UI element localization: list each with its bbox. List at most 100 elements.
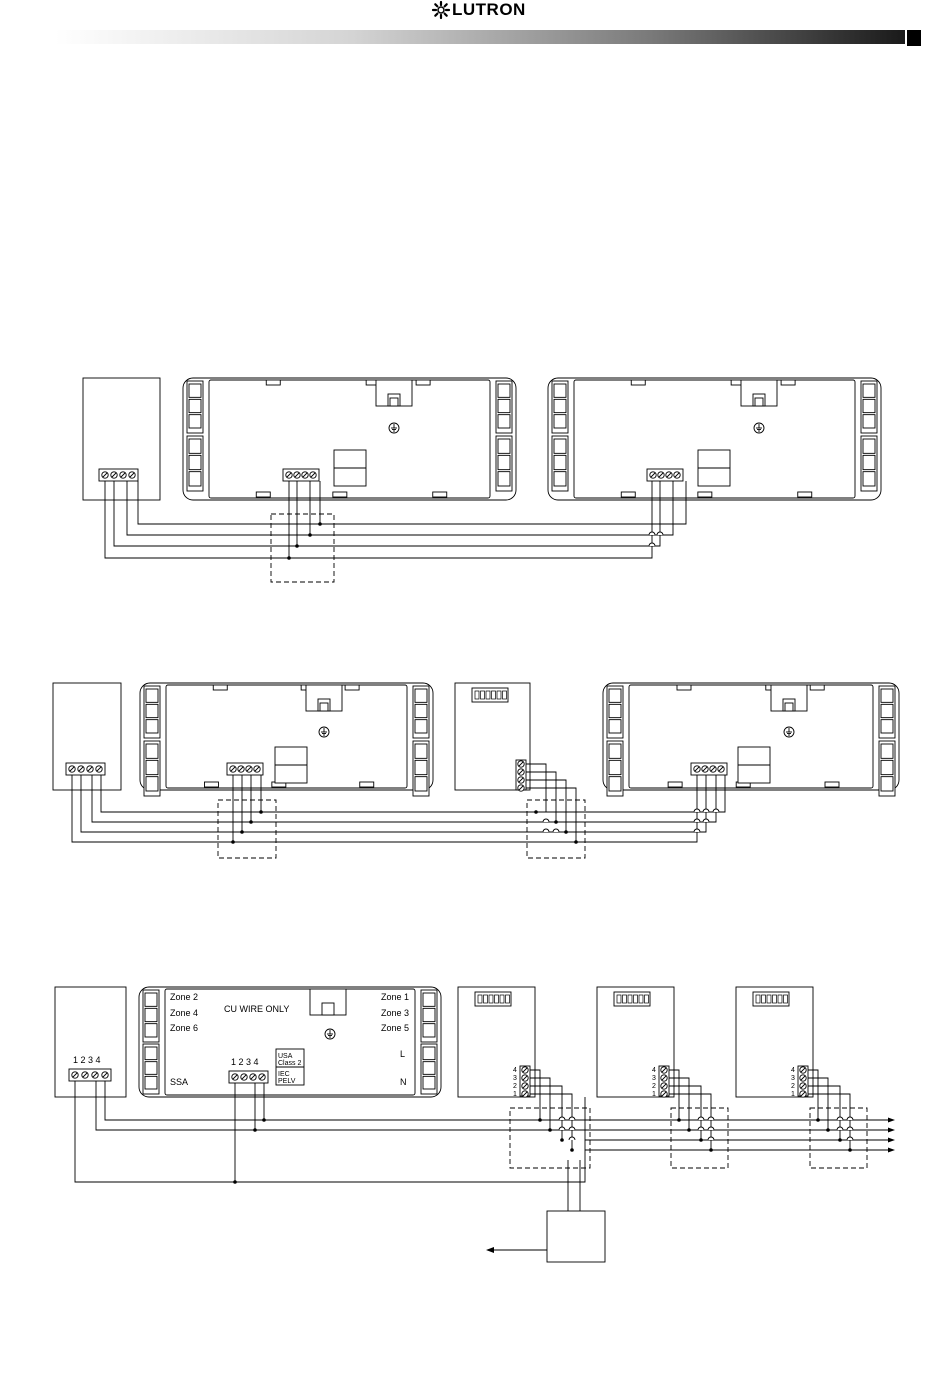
d3-interface-1-terminal bbox=[522, 1075, 528, 1081]
d1-dimmer-a-left-slot bbox=[189, 384, 201, 397]
d2-dimmer-a-latch-inner bbox=[320, 703, 328, 711]
bus-arrow bbox=[888, 1128, 895, 1133]
d3-interface-3-terminal bbox=[800, 1075, 806, 1081]
interface-2-terminal-1: 1 bbox=[652, 1091, 656, 1098]
wire-crossover bbox=[837, 1117, 843, 1120]
wire-crossover bbox=[649, 532, 655, 535]
d3-interface-2-terminal bbox=[661, 1091, 667, 1097]
junction-dot bbox=[295, 544, 299, 548]
class-2-label: Class 2 bbox=[278, 1060, 301, 1067]
zone-1-label: Zone 1 bbox=[381, 992, 409, 1002]
neutral-terminal-label: N bbox=[400, 1077, 407, 1087]
wire-crossover bbox=[569, 1137, 575, 1140]
d3-left-slot bbox=[145, 1024, 157, 1037]
bus-arrow bbox=[888, 1118, 895, 1123]
d2-junction-box-a bbox=[218, 800, 276, 858]
wire-crossover bbox=[694, 809, 700, 812]
usa-label: USA bbox=[278, 1053, 293, 1060]
d2-dimmer-b-terminal-1 bbox=[694, 766, 700, 772]
zone-3-label: Zone 3 bbox=[381, 1008, 409, 1018]
junction-dot bbox=[560, 1138, 564, 1142]
diagram-2 bbox=[53, 683, 899, 858]
interface-3-terminal-3: 3 bbox=[791, 1075, 795, 1082]
d1-power-supply-terminal-1 bbox=[102, 472, 108, 478]
d2-dimmer-b-right-slot bbox=[881, 777, 893, 791]
interface-2-terminal-3: 3 bbox=[652, 1075, 656, 1082]
d1-dimmer-b-left-slot bbox=[554, 399, 566, 412]
d2-interface-dip-switch bbox=[472, 688, 508, 702]
d2-dimmer-b-terminal-4 bbox=[718, 766, 724, 772]
wire-crossover bbox=[847, 1127, 853, 1130]
junction-dot bbox=[538, 1118, 542, 1122]
d3-left-slot bbox=[145, 993, 157, 1006]
d1-dimmer-b-left-slot bbox=[554, 439, 566, 453]
d2-dimmer-a-terminal-4 bbox=[254, 766, 260, 772]
d1-dimmer-b-bottom-tab bbox=[621, 492, 635, 497]
d3-interface-1-terminal bbox=[522, 1083, 528, 1089]
d1-dimmer-b-right-slot bbox=[863, 472, 875, 486]
interface-1-terminal-2: 2 bbox=[513, 1083, 517, 1090]
junction-dot bbox=[240, 830, 244, 834]
junction-dot bbox=[816, 1118, 820, 1122]
d3-left-slot bbox=[145, 1076, 157, 1089]
d1-dimmer-a-top-tab bbox=[416, 380, 430, 385]
d1-dimmer-b-left-slot bbox=[554, 455, 566, 469]
d1-dimmer-b-top-tab bbox=[631, 380, 645, 385]
d2-dimmer-b-left-slot bbox=[609, 760, 621, 774]
d1-dimmer-b-right-slot bbox=[863, 455, 875, 469]
d1-dimmer-a-right-slot bbox=[498, 472, 510, 486]
d3-left-slot bbox=[145, 1047, 157, 1060]
d2-dimmer-a-left-slot bbox=[146, 720, 158, 733]
d1-dimmer-b-right-slot bbox=[863, 384, 875, 397]
d1-dimmer-a-right-slot bbox=[498, 439, 510, 453]
d3-interface-3-terminal bbox=[800, 1083, 806, 1089]
d2-dimmer-b-bottom-tab bbox=[825, 782, 839, 787]
zone-5-label: Zone 5 bbox=[381, 1023, 409, 1033]
interface-3-terminal-2: 2 bbox=[791, 1083, 795, 1090]
interface-3-terminal-1: 1 bbox=[791, 1091, 795, 1098]
interface-3-terminal-4: 4 bbox=[791, 1067, 795, 1074]
d1-power-supply-terminal-3 bbox=[120, 472, 126, 478]
d3-right-slot bbox=[423, 1047, 435, 1060]
junction-dot bbox=[287, 556, 291, 560]
d2-dimmer-b-left-slot bbox=[609, 720, 621, 733]
d1-dimmer-a-right-slot bbox=[498, 455, 510, 469]
wire-crossover bbox=[559, 1117, 565, 1120]
ssa-label: SSA bbox=[170, 1077, 188, 1087]
d1-dimmer-a-top-tab bbox=[266, 380, 280, 385]
junction-dot bbox=[826, 1128, 830, 1132]
d2-interface-terminal bbox=[518, 761, 524, 767]
d3-interface-2-terminal bbox=[661, 1075, 667, 1081]
wire-crossover bbox=[698, 1117, 704, 1120]
d1-dimmer-a-right-slot bbox=[498, 384, 510, 397]
wire-crossover bbox=[708, 1117, 714, 1120]
wire-crossover bbox=[694, 819, 700, 822]
d3-left-slot bbox=[145, 1062, 157, 1075]
d2-power-supply-terminal-1 bbox=[69, 766, 75, 772]
d1-dimmer-b-terminal-4 bbox=[674, 472, 680, 478]
zone-4-label: Zone 4 bbox=[170, 1008, 198, 1018]
d2-interface-terminal bbox=[518, 785, 524, 791]
wire-crossover bbox=[543, 819, 549, 822]
d2-dimmer-a-bottom-tab bbox=[204, 782, 218, 787]
junction-dot bbox=[848, 1148, 852, 1152]
junction-dot bbox=[259, 810, 263, 814]
d2-dimmer-a-terminal-1 bbox=[230, 766, 236, 772]
d1-dimmer-b-terminal-2 bbox=[658, 472, 664, 478]
d3-interface-3-terminal bbox=[800, 1091, 806, 1097]
wire bbox=[530, 1094, 572, 1150]
d2-dimmer-a-right-slot bbox=[415, 760, 427, 774]
junction-dot bbox=[231, 840, 235, 844]
d2-dimmer-b-top-tab bbox=[677, 685, 691, 690]
d2-dimmer-b-left-slot bbox=[609, 704, 621, 717]
interface-1-terminal-1: 1 bbox=[513, 1091, 517, 1098]
d1-dimmer-a-terminal-4 bbox=[310, 472, 316, 478]
d1-dimmer-a-terminal-1 bbox=[286, 472, 292, 478]
cu-wire-only-label: CU WIRE ONLY bbox=[224, 1004, 289, 1014]
d2-dimmer-b-left-slot bbox=[609, 777, 621, 791]
d3-interface-1-dip-switch bbox=[475, 992, 511, 1006]
junction-dot bbox=[534, 810, 538, 814]
d2-dimmer-b-right-slot bbox=[881, 704, 893, 717]
junction-dot bbox=[318, 522, 322, 526]
d2-dimmer-a-left-slot bbox=[146, 689, 158, 702]
